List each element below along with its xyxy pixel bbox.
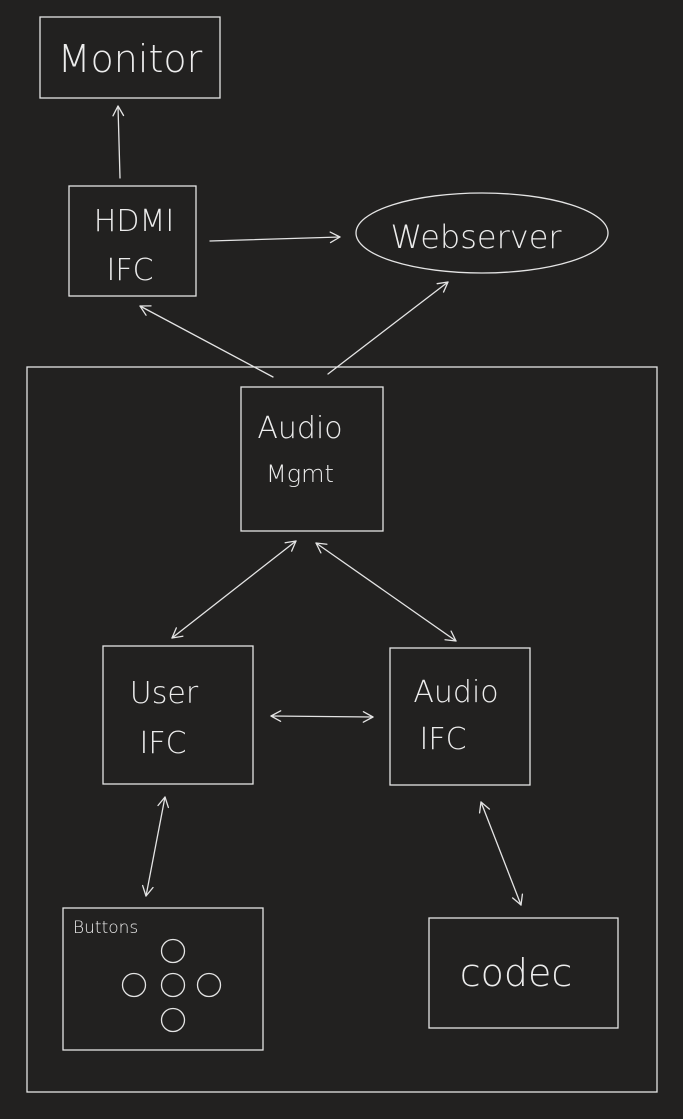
node-hdmi-ifc: HDMI IFC — [68, 185, 197, 297]
edge-hdmi-ifc-to-webserver-line — [209, 236, 341, 242]
node-monitor: Monitor — [39, 16, 221, 99]
audio-ifc-box — [389, 647, 531, 786]
codec-label: codec — [460, 951, 573, 995]
hdmi-ifc-label-line2: IFC — [106, 253, 153, 288]
hdmi-ifc-label-line1: HDMI — [94, 204, 174, 239]
edge-user-ifc-to-audio-ifc-line — [270, 715, 374, 718]
edge-audio-mgmt-to-hdmi-ifc-line — [139, 305, 274, 378]
edge-hdmi-ifc-to-monitor-arrowhead — [112, 105, 125, 117]
edge-audio-mgmt-to-webserver-arrowhead — [436, 281, 449, 293]
audio-ifc-label-line1: Audio — [413, 675, 498, 710]
buttons-box — [62, 907, 264, 1051]
node-codec: codec — [428, 917, 619, 1029]
codec-box — [428, 917, 619, 1029]
monitor-box — [39, 16, 221, 99]
connectors — [112, 105, 524, 906]
edge-audio-mgmt-to-audio-ifc-arrowhead — [444, 630, 457, 642]
monitor-label: Monitor — [58, 37, 203, 81]
device-boundary — [26, 366, 658, 1093]
edge-user-ifc-to-buttons-line — [145, 796, 166, 897]
dpad-up-icon — [160, 938, 186, 964]
edge-audio-mgmt-to-audio-ifc-arrowhead-start — [315, 542, 328, 554]
edge-user-ifc-to-audio-ifc-arrowhead-start — [270, 710, 282, 723]
edge-audio-ifc-to-codec-arrowhead-start — [478, 801, 491, 814]
audio-ifc-label-line2: IFC — [419, 722, 466, 757]
node-audio-ifc: Audio IFC — [389, 647, 531, 786]
dpad-down-icon — [160, 1007, 186, 1033]
edge-audio-mgmt-to-webserver-line — [327, 281, 449, 375]
audio-mgmt-label-line1: Audio — [257, 411, 342, 446]
node-audio-mgmt: Audio Mgmt — [240, 386, 384, 532]
edge-audio-mgmt-to-user-ifc-line — [171, 540, 297, 639]
dpad-right-icon — [196, 972, 222, 998]
dpad-center-icon — [160, 972, 186, 998]
audio-mgmt-label-line2: Mgmt — [266, 460, 334, 488]
user-ifc-label-line1: User — [130, 676, 199, 711]
user-ifc-label-line2: IFC — [139, 726, 186, 761]
edge-audio-mgmt-to-audio-ifc-line — [315, 542, 457, 642]
hdmi-ifc-box — [68, 185, 197, 297]
audio-mgmt-box — [240, 386, 384, 532]
edge-hdmi-ifc-to-monitor-line — [117, 105, 121, 179]
edge-audio-mgmt-to-hdmi-ifc-arrowhead — [139, 305, 152, 316]
node-webserver: Webserver — [355, 192, 609, 274]
edge-hdmi-ifc-to-webserver-arrowhead — [329, 231, 341, 244]
user-ifc-box — [102, 645, 254, 785]
webserver-ellipse — [355, 192, 609, 274]
edge-audio-mgmt-to-user-ifc-arrowhead-start — [284, 540, 297, 552]
edge-audio-ifc-to-codec-line — [480, 801, 522, 906]
edge-user-ifc-to-audio-ifc-arrowhead — [362, 710, 374, 723]
webserver-label: Webserver — [390, 218, 562, 256]
dpad-left-icon — [121, 972, 147, 998]
edge-user-ifc-to-buttons-arrowhead-start — [157, 796, 170, 809]
node-buttons: Buttons — [62, 907, 264, 1051]
edge-user-ifc-to-buttons-arrowhead — [141, 884, 154, 897]
edge-audio-mgmt-to-user-ifc-arrowhead — [171, 627, 184, 639]
node-user-ifc: User IFC — [102, 645, 254, 785]
buttons-label: Buttons — [73, 918, 138, 938]
edge-audio-ifc-to-codec-arrowhead — [511, 893, 524, 906]
